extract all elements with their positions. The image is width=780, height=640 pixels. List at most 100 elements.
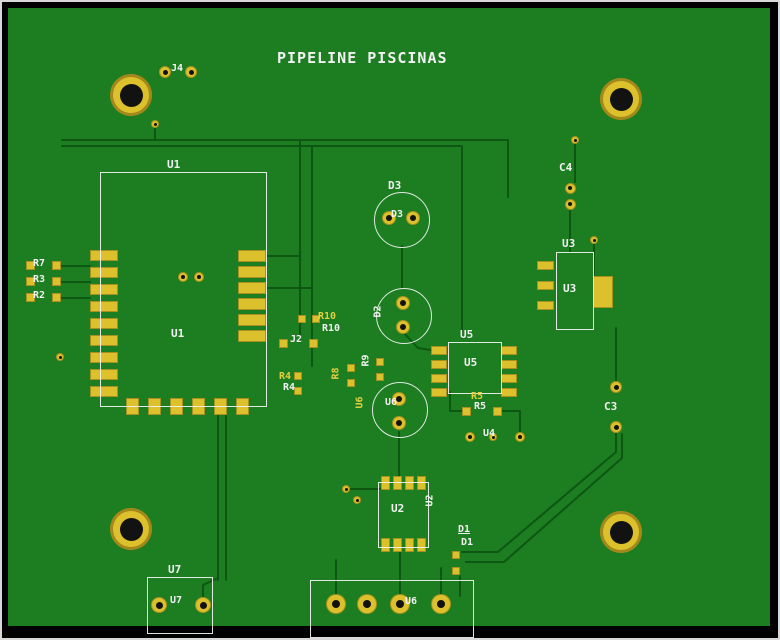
drill-hole <box>155 601 163 609</box>
through-hole-pad[interactable] <box>357 594 377 614</box>
smd-pad[interactable] <box>431 360 447 369</box>
through-hole-pad[interactable] <box>342 485 350 493</box>
component-outline[interactable] <box>100 172 267 407</box>
drill-hole <box>188 69 194 75</box>
ref-label-c4: C4 <box>559 161 573 174</box>
ref-label-r7: R7 <box>33 258 46 269</box>
smd-pad[interactable] <box>405 476 414 490</box>
smd-pad[interactable] <box>537 281 554 290</box>
smd-pad[interactable] <box>294 372 302 380</box>
mounting-hole[interactable] <box>110 74 152 116</box>
smd-pad[interactable] <box>90 386 118 397</box>
smd-pad[interactable] <box>52 293 61 302</box>
through-hole-pad[interactable] <box>465 432 475 442</box>
drill-hole <box>609 87 633 111</box>
smd-pad[interactable] <box>26 293 35 302</box>
smd-pad[interactable] <box>52 261 61 270</box>
smd-pad[interactable] <box>381 476 390 490</box>
ref-label-r9: R9 <box>360 354 372 367</box>
smd-pad[interactable] <box>501 374 517 383</box>
drill-hole <box>518 435 522 439</box>
mounting-hole[interactable] <box>600 78 642 120</box>
smd-pad[interactable] <box>431 388 447 397</box>
through-hole-pad[interactable] <box>353 496 361 504</box>
smd-pad[interactable] <box>376 358 384 366</box>
smd-pad[interactable] <box>462 407 471 416</box>
component-outline-circle[interactable] <box>374 192 430 248</box>
smd-pad[interactable] <box>26 261 35 270</box>
ref-label-u7-inside: U7 <box>170 595 183 606</box>
mounting-hole[interactable] <box>110 508 152 550</box>
component-outline[interactable] <box>378 482 429 548</box>
component-outline[interactable] <box>310 580 474 638</box>
through-hole-pad[interactable] <box>515 432 525 442</box>
smd-pad[interactable] <box>52 277 61 286</box>
smd-pad[interactable] <box>26 277 35 286</box>
drill-hole <box>355 498 359 502</box>
smd-pad[interactable] <box>294 387 302 395</box>
through-hole-pad[interactable] <box>195 597 211 613</box>
through-hole-pad[interactable] <box>326 594 346 614</box>
drill-hole <box>592 238 596 242</box>
through-hole-pad[interactable] <box>571 136 579 144</box>
smd-pad[interactable] <box>537 261 554 270</box>
ref-label-u2-inside: U2 <box>391 502 405 515</box>
smd-pad[interactable] <box>381 538 390 552</box>
smd-pad[interactable] <box>452 551 460 559</box>
drill-hole <box>332 600 340 608</box>
smd-pad[interactable] <box>393 538 402 552</box>
drill-hole <box>363 600 371 608</box>
component-outline-circle[interactable] <box>376 288 432 344</box>
component-outline-circle[interactable] <box>372 382 428 438</box>
smd-pad[interactable] <box>493 407 502 416</box>
smd-pad[interactable] <box>405 538 414 552</box>
smd-pad[interactable] <box>593 276 613 308</box>
through-hole-pad[interactable] <box>564 198 576 210</box>
through-hole-pad[interactable] <box>56 353 64 361</box>
through-hole-pad[interactable] <box>610 381 622 393</box>
drill-hole <box>437 600 445 608</box>
smd-pad[interactable] <box>90 352 118 363</box>
through-hole-pad[interactable] <box>590 236 598 244</box>
mounting-hole[interactable] <box>600 511 642 553</box>
smd-pad[interactable] <box>417 476 426 490</box>
smd-pad[interactable] <box>452 567 460 575</box>
ref-label-r8: R8 <box>330 367 342 380</box>
smd-pad[interactable] <box>417 538 426 552</box>
ref-label-j4: J4 <box>171 63 184 74</box>
smd-pad[interactable] <box>537 301 554 310</box>
component-outline[interactable] <box>147 577 213 634</box>
smd-pad[interactable] <box>309 339 318 348</box>
ref-label-r5-alt: R5 <box>471 391 484 402</box>
through-hole-pad[interactable] <box>390 594 410 614</box>
smd-pad[interactable] <box>298 315 306 323</box>
through-hole-pad[interactable] <box>159 66 171 78</box>
smd-pad[interactable] <box>376 373 384 381</box>
through-hole-pad[interactable] <box>610 421 622 433</box>
ref-label-u1-inside: U1 <box>171 327 185 340</box>
smd-pad[interactable] <box>90 369 118 380</box>
smd-pad[interactable] <box>431 374 447 383</box>
ref-label-r10-alt: R10 <box>318 311 337 322</box>
through-hole-pad[interactable] <box>185 66 197 78</box>
component-outline[interactable] <box>448 342 502 394</box>
through-hole-pad[interactable] <box>431 594 451 614</box>
smd-pad[interactable] <box>431 346 447 355</box>
ref-label-j2: J2 <box>290 334 303 345</box>
smd-pad[interactable] <box>90 335 118 346</box>
smd-pad[interactable] <box>501 346 517 355</box>
smd-pad[interactable] <box>347 379 355 387</box>
smd-pad[interactable] <box>279 339 288 348</box>
ref-label-c3: C3 <box>604 400 618 413</box>
through-hole-pad[interactable] <box>564 182 576 194</box>
smd-pad[interactable] <box>393 476 402 490</box>
component-outline[interactable] <box>556 252 594 330</box>
smd-pad[interactable] <box>347 364 355 372</box>
smd-pad[interactable] <box>501 388 517 397</box>
drill-hole <box>153 122 157 126</box>
through-hole-pad[interactable] <box>151 597 167 613</box>
through-hole-pad[interactable] <box>151 120 159 128</box>
ref-label-d1-top: D1 <box>458 524 471 535</box>
smd-pad[interactable] <box>501 360 517 369</box>
